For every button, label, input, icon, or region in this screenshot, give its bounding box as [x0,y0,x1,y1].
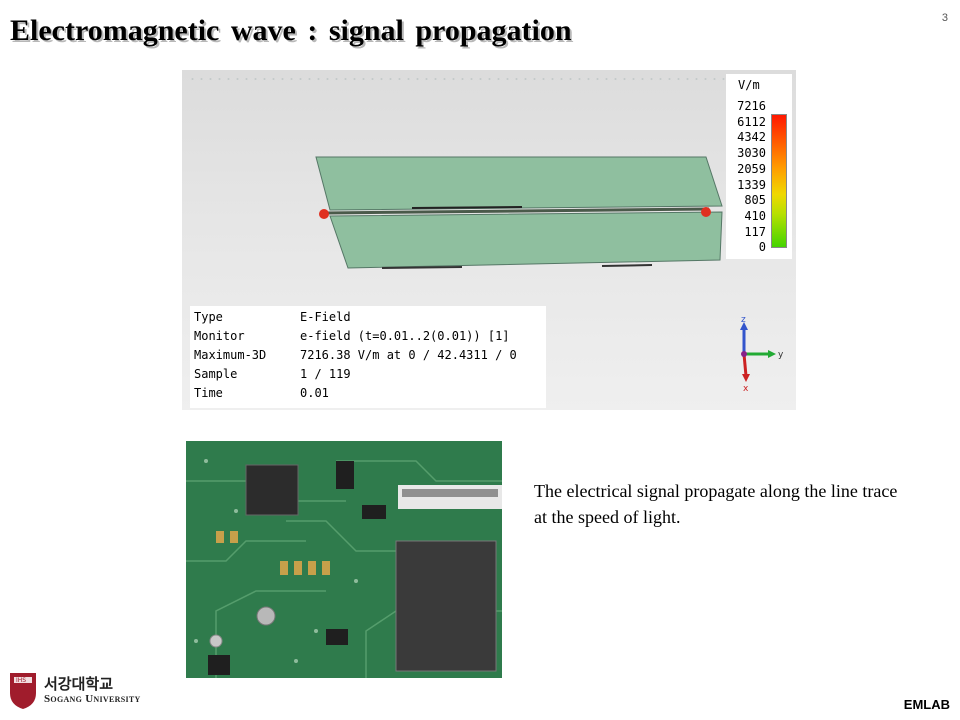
info-value: e-field (t=0.01..2(0.01)) [1] [300,329,510,343]
footer-label: EMLAB [903,697,950,712]
info-row-sample: Sample 1 / 119 [194,365,544,384]
field-info-table: Type E-Field Monitor e-field (t=0.01..2(… [190,306,546,408]
info-key: Sample [194,367,238,381]
info-row-maximum: Maximum-3D 7216.38 V/m at 0 / 42.4311 / … [194,346,544,365]
axes-gizmo-icon: z y x [740,315,784,394]
legend-value: 805 [744,193,766,208]
crest-icon: IHS [10,673,36,709]
info-key: Monitor [194,329,245,343]
legend-value: 2059 [737,161,766,176]
axis-label-z: z [741,315,746,325]
legend-unit: V/m [738,78,760,92]
info-value: E-Field [300,310,351,324]
pcb-photo [186,441,502,678]
grid-dots [188,76,728,82]
logo-korean-name: 서강대학교 [44,675,114,693]
legend-value: 4342 [737,130,766,145]
info-value: 7216.38 V/m at 0 / 42.4311 / 0 [300,348,517,362]
page-number: 3 [941,12,948,24]
pcb-illustration [186,441,502,678]
crest-text: IHS [16,677,26,684]
info-row-type: Type E-Field [194,308,544,327]
legend-value: 117 [744,224,766,239]
info-value: 0.01 [300,386,329,400]
axis-label-x: x [743,384,749,394]
legend-values: 7216 6112 4342 3030 2059 1339 805 410 11… [732,99,766,256]
color-legend: V/m 7216 6112 4342 3030 2059 1339 805 41… [726,74,792,259]
university-logo: IHS 서강대학교 Sogang University [8,671,158,715]
legend-color-bar [771,114,787,248]
info-row-monitor: Monitor e-field (t=0.01..2(0.01)) [1] [194,327,544,346]
legend-value: 1339 [737,177,766,192]
legend-value: 0 [758,240,766,255]
caption-text: The electrical signal propagate along th… [534,481,898,527]
logo-english-name: Sogang University [44,693,141,705]
legend-value: 410 [744,208,766,223]
info-key: Maximum-3D [194,348,267,362]
legend-value: 3030 [737,146,766,161]
legend-value: 7216 [737,99,766,113]
slide-title: Electromagnetic wave : signal propagatio… [10,14,572,47]
transmission-line-model [315,156,723,269]
simulation-panel: V/m 7216 6112 4342 3030 2059 1339 805 41… [182,70,796,410]
axis-label-y: y [778,350,784,360]
info-key: Type [194,310,223,324]
info-key: Time [194,386,223,400]
legend-value: 6112 [737,114,766,129]
info-value: 1 / 119 [300,367,351,381]
info-row-time: Time 0.01 [194,384,544,403]
